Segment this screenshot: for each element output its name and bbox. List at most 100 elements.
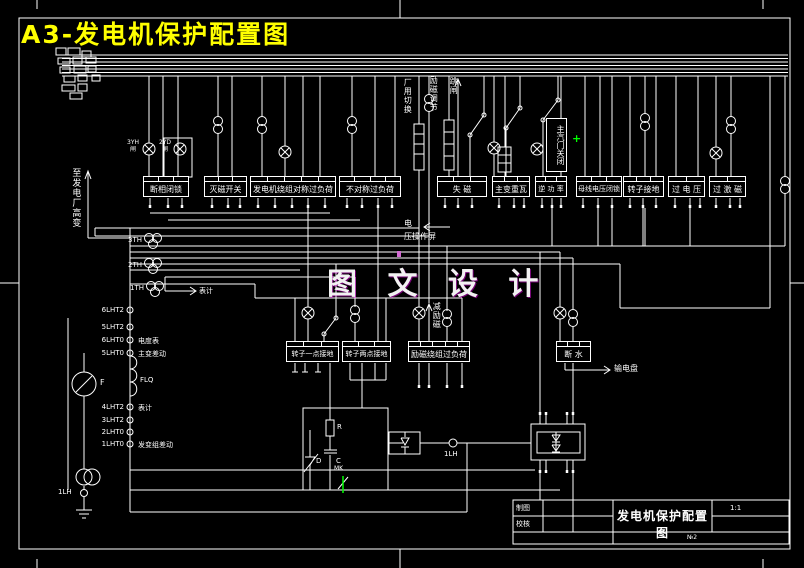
- plus-mark: +: [572, 132, 582, 145]
- terminal-label: 6LHT2: [101, 306, 124, 314]
- terminal-label: 5LHT0: [101, 349, 124, 357]
- terminal-label: 6LHT0: [101, 336, 124, 344]
- lamp-icon: [278, 145, 292, 159]
- pt-icon: [257, 116, 267, 134]
- ct-label-2th: 2TH: [128, 261, 142, 269]
- wires: [67, 76, 790, 545]
- bottom-ct-label: 1LH: [58, 488, 72, 496]
- resistor-label: R: [337, 423, 342, 431]
- station-service-label: 厂用切换: [403, 78, 413, 114]
- pt-icon: [442, 309, 452, 327]
- pt-icon: [640, 113, 650, 131]
- protection-box-asym-overload: 不对称过负荷: [339, 176, 401, 197]
- lamp-name: 3YH: [127, 139, 139, 146]
- ct-label-3th: 3TH: [128, 236, 142, 244]
- lamp-icon: [142, 142, 156, 156]
- contact-label: MK: [334, 465, 344, 472]
- protection-box-transformer-gas: 主变重瓦: [492, 176, 530, 197]
- terminal-note: 电度表: [138, 337, 159, 345]
- box-label: 主变重瓦: [495, 184, 527, 194]
- titleblock-sheet: №2: [687, 534, 698, 541]
- feeder-label: 至发电厂高变: [70, 168, 81, 228]
- box-label: 过 激 磁: [712, 184, 743, 194]
- pt-icon: [780, 176, 790, 194]
- voltage-panel-line2: 压操作屏: [404, 232, 436, 241]
- lamp-icon: [412, 306, 426, 320]
- thyristor-label: D: [316, 457, 322, 465]
- to-panel-label: 输电盘: [614, 364, 638, 373]
- drawing-title: A3-发电机保护配置图: [21, 20, 291, 49]
- box-label: 发电机绕组对称过负荷: [253, 184, 333, 194]
- box-label: 母线电压闭锁: [578, 185, 620, 193]
- box-label: 灭磁开关: [209, 184, 242, 194]
- trip-label: 跳闸: [449, 77, 459, 95]
- box-label: 转子接地: [627, 184, 660, 194]
- titleblock-checked-by: 校核: [516, 520, 530, 528]
- protection-box-reverse-power: 逆 功 率: [535, 176, 567, 197]
- protection-box-overexcitation: 过 激 磁: [709, 176, 746, 197]
- protection-box-overvoltage: 过 电 压: [668, 176, 705, 197]
- lamp-state: 闸: [161, 146, 168, 153]
- ct-label-1th: 1TH: [130, 284, 144, 292]
- pt-icon: [726, 116, 736, 134]
- to-meters-label: 表计: [199, 287, 213, 295]
- terminal-label: 5LHT2: [101, 323, 124, 331]
- protection-box-rotor-1pt-ground: 转子一点接地: [286, 341, 339, 362]
- pt-icon: [350, 305, 360, 323]
- lamp-state: 闸: [129, 146, 136, 153]
- pt-icon: [568, 309, 578, 327]
- terminal-note: 发变组差动: [138, 441, 173, 449]
- lamp-icon: [301, 306, 315, 320]
- protection-box-bus-voltage-block: 母线电压闭锁: [576, 176, 622, 197]
- terminal-label: 1LHT0: [101, 440, 124, 448]
- magenta-mark: [397, 251, 401, 257]
- terminal-note: 主变差动: [138, 350, 166, 358]
- titleblock-scale: 1:1: [730, 504, 742, 512]
- excitation-label: 励磁调节: [429, 76, 439, 112]
- titleblock-drawn-by: 制图: [516, 504, 530, 512]
- pt-icon: [347, 116, 357, 134]
- box-label: 断相闭锁: [150, 184, 182, 194]
- box-label: 断 水: [564, 349, 583, 359]
- protection-box-field-suppression: 灭磁开关: [204, 176, 247, 197]
- box-label: 转子两点接地: [345, 350, 388, 358]
- lamp-icon: [530, 142, 544, 156]
- generator-label: F: [100, 378, 105, 387]
- terminal-label: 3LHT2: [101, 416, 124, 424]
- steam-valve-box: 主汽门关闭: [546, 118, 567, 172]
- protection-box-rotor-ground: 转子接地: [623, 176, 664, 197]
- terminal-label: 2LHT0: [101, 428, 124, 436]
- terminal-label: 4LHT2: [101, 403, 124, 411]
- protection-box-loss-of-field: 失 磁: [437, 176, 487, 197]
- voltage-panel-line1: 电: [404, 219, 412, 228]
- ct-icon: [144, 258, 162, 274]
- box-label: 不对称过负荷: [346, 184, 394, 194]
- capacitor-label: C: [336, 457, 341, 465]
- ct-symbols: [144, 233, 164, 297]
- lamp-icon: [553, 306, 567, 320]
- box-label: 转子一点接地: [291, 350, 334, 358]
- titleblock-title: 发电机保护配置图: [616, 509, 708, 540]
- lamp-name: 2YD: [158, 139, 172, 146]
- node-label: 1LH: [444, 450, 458, 458]
- reduce-excitation-label: 减励磁: [432, 302, 442, 329]
- protection-box-field-winding-overload: 励磁绕组过负荷: [408, 341, 470, 362]
- box-label: 过 电 压: [671, 184, 702, 194]
- coil-label: FLQ: [140, 376, 154, 384]
- box-label: 逆 功 率: [538, 185, 564, 193]
- protection-box-sym-overload: 发电机绕组对称过负荷: [250, 176, 336, 197]
- lamp-icon: [173, 142, 187, 156]
- box-label: 励磁绕组过负荷: [411, 349, 467, 359]
- terminal-feet: [148, 205, 742, 473]
- watermark: 图 文 设 计: [327, 267, 549, 302]
- protection-box-rotor-2pt-ground: 转子两点接地: [342, 341, 391, 362]
- terminal-note: 表计: [138, 404, 152, 412]
- box-label: 失 磁: [452, 184, 472, 194]
- lamp-icon: [709, 146, 723, 160]
- protection-box-water-loss: 断 水: [556, 341, 591, 362]
